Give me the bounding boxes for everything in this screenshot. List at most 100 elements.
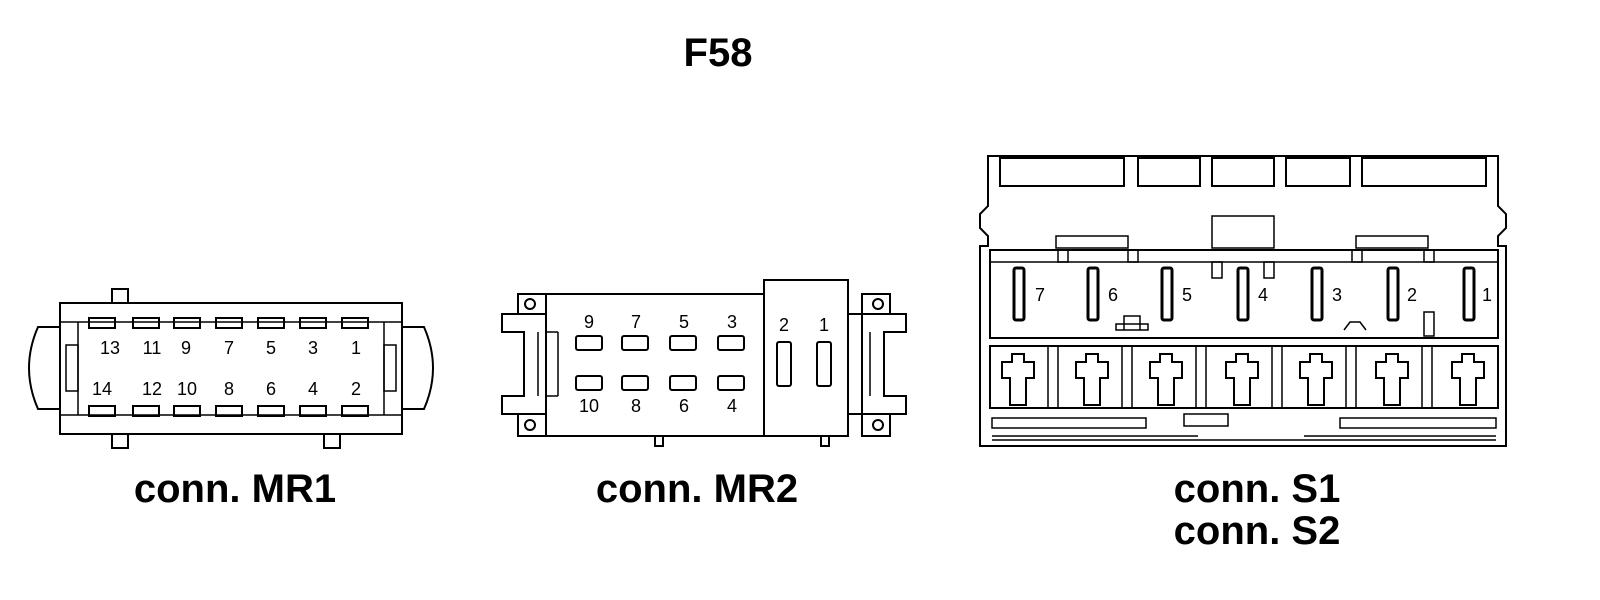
mr1-right-lug — [402, 326, 434, 410]
s-rail — [1339, 417, 1497, 429]
mr1-pin-number: 8 — [224, 379, 234, 399]
mr2-ear — [861, 293, 891, 315]
s-chamber-notch — [1351, 249, 1363, 263]
connector-mr2: 9 7 5 3 10 8 6 4 2 1 conn. MR2 — [501, 279, 907, 511]
s-latch — [1075, 353, 1109, 406]
s-top-window — [1361, 157, 1487, 187]
connector-s1-s2: 7 6 5 4 3 2 1 — [979, 155, 1507, 553]
mr2-left-clip — [501, 313, 546, 415]
s-key — [1343, 321, 1367, 331]
mr1-pin-slot — [132, 317, 160, 329]
mr2-ear — [861, 413, 891, 437]
mr1-pin-slot — [257, 405, 285, 417]
connector-mr1: 13 11 9 7 5 3 1 14 12 10 8 6 4 2 conn. M… — [28, 288, 434, 511]
s-pin-number: 2 — [1407, 285, 1417, 305]
s2-label: conn. S2 — [1174, 509, 1341, 553]
s-chamber-notch — [1211, 261, 1223, 279]
s-housing — [979, 155, 1507, 447]
mr2-pin-number: 6 — [679, 396, 689, 416]
s-pin-slot — [1086, 266, 1100, 322]
diagram-title: F58 — [684, 31, 753, 75]
s-pin-slot — [1386, 266, 1400, 322]
mr2-right-spine — [847, 313, 863, 415]
mr1-right-latch — [383, 344, 397, 392]
s-pin-number: 5 — [1182, 285, 1192, 305]
mr2-pin-slot — [575, 375, 603, 391]
s-chamber-notch — [1057, 249, 1069, 263]
s-key — [1123, 315, 1141, 330]
mr2-screw-hole — [872, 298, 884, 310]
mr1-pin-number: 5 — [266, 338, 276, 358]
s-pin-slot — [1160, 266, 1174, 322]
s-upper-detail — [1355, 235, 1429, 249]
mr1-top-slots — [88, 317, 369, 329]
s-pin-number: 3 — [1332, 285, 1342, 305]
s-pin-slot — [1310, 266, 1324, 322]
mr1-pin-number: 14 — [92, 379, 112, 399]
mr2-ear — [517, 293, 547, 315]
mr2-pin-slot — [669, 375, 697, 391]
s-rail-clip — [1183, 413, 1229, 427]
mr2-pin-number: 5 — [679, 312, 689, 332]
mr2-pin-slot — [575, 335, 603, 351]
mr1-pin-number: 10 — [177, 379, 197, 399]
mr1-pin-slot — [215, 405, 243, 417]
s-rail — [991, 417, 1147, 429]
mr1-body — [59, 302, 403, 435]
mr1-top-tab — [111, 288, 129, 304]
mr1-pin-number: 13 — [100, 338, 120, 358]
s-latch — [1375, 353, 1409, 406]
mr1-pin-slot — [88, 317, 116, 329]
s-top-window — [1211, 157, 1275, 187]
mr2-pin-number: 2 — [779, 315, 789, 335]
mr2-label: conn. MR2 — [596, 467, 798, 511]
mr1-pin-number: 6 — [266, 379, 276, 399]
mr1-pin-number: 9 — [181, 338, 191, 358]
s-pin-slot — [1012, 266, 1026, 322]
mr1-pin-slot — [257, 317, 285, 329]
mr2-pin-number: 9 — [584, 312, 594, 332]
mr2-pin-slot — [669, 335, 697, 351]
mr1-pin-slot — [88, 405, 116, 417]
s1-label: conn. S1 — [1174, 467, 1341, 511]
mr1-pin-number: 11 — [143, 338, 162, 358]
s-upper-detail — [1055, 235, 1129, 249]
s-latch-row — [989, 345, 1499, 409]
mr2-pin-number: 10 — [579, 396, 599, 416]
mr2-power-pin-slot — [776, 341, 792, 387]
s-latch — [1451, 353, 1485, 406]
mr1-pin-number: 12 — [142, 379, 162, 399]
mr1-pin-number: 3 — [308, 338, 318, 358]
mr2-pin-number: 1 — [819, 315, 829, 335]
mr2-pin-number: 7 — [631, 312, 641, 332]
mr1-bottom-tab-left — [111, 433, 129, 449]
mr1-pin-slot — [299, 405, 327, 417]
mr1-label: conn. MR1 — [134, 467, 336, 511]
mr1-pin-number: 2 — [351, 379, 361, 399]
s-top-window — [1137, 157, 1201, 187]
s-pin-slot — [1236, 266, 1250, 322]
s-pin-number: 4 — [1258, 285, 1268, 305]
s-top-window — [1285, 157, 1351, 187]
s-chamber-notch — [1423, 249, 1435, 263]
s-latch — [1299, 353, 1333, 406]
mr1-pin-slot — [341, 317, 369, 329]
mr1-pin-number: 7 — [224, 338, 234, 358]
s-key — [1115, 323, 1149, 331]
mr1-bottom-tab-right — [323, 433, 341, 449]
s-pin-number: 1 — [1482, 285, 1492, 305]
mr2-pin-slot — [717, 335, 745, 351]
mr1-pin-slot — [299, 317, 327, 329]
s-latch-dividers — [1047, 346, 1433, 408]
mr2-screw-hole — [872, 419, 884, 431]
mr2-pin-slot — [717, 375, 745, 391]
s-latch-cells — [1001, 353, 1485, 406]
mr2-screw-hole — [524, 419, 536, 431]
mr1-pin-slot — [132, 405, 160, 417]
mr2-bottom-stud — [654, 435, 664, 447]
s-latch — [1149, 353, 1183, 406]
s-chamber-notch — [1263, 261, 1275, 279]
mr2-power-pin-slot — [816, 341, 832, 387]
